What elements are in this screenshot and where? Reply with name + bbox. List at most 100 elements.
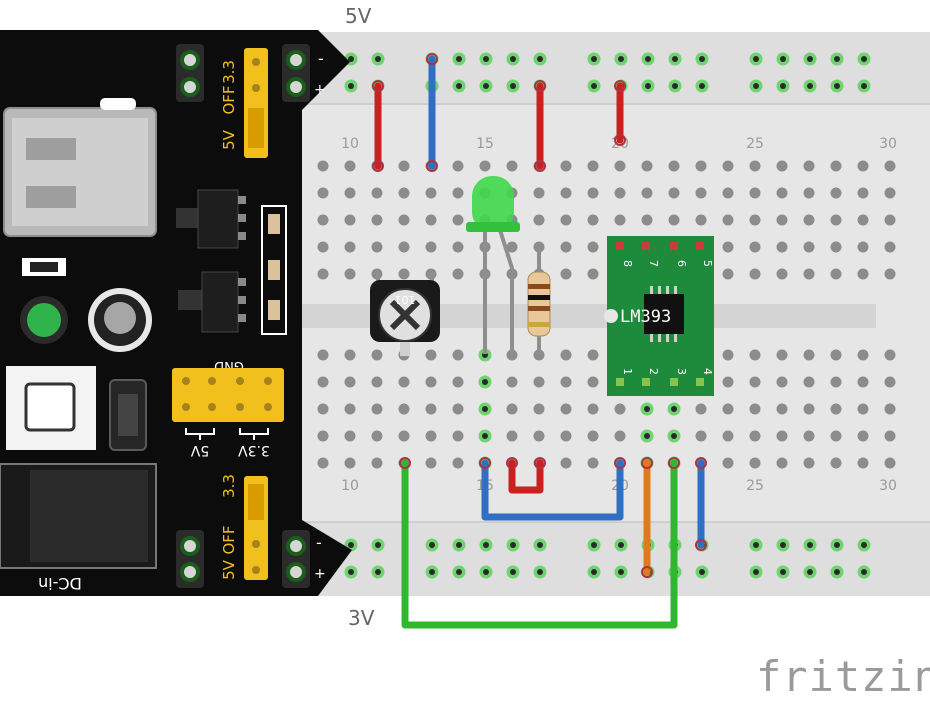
jumper-bottom-label-3v3: 3.3 [220, 474, 238, 498]
breadboard-hole-center [482, 379, 488, 385]
breadboard-hole [560, 349, 572, 361]
breadboard-hole [749, 160, 761, 172]
breadboard-hole [344, 457, 356, 469]
breadboard-hole [884, 349, 896, 361]
breadboard-hole [884, 241, 896, 253]
capacitor-outline [261, 205, 287, 335]
breadboard-hole-center [456, 542, 462, 548]
breadboard-hole [668, 187, 680, 199]
breadboard-hole [857, 349, 869, 361]
column-number: 10 [341, 136, 359, 152]
wire-endpoint [372, 160, 384, 172]
breadboard-hole [857, 187, 869, 199]
breadboard-hole [803, 160, 815, 172]
breadboard-hole [398, 160, 410, 172]
breadboard-hole [722, 403, 734, 415]
breadboard-hole [587, 268, 599, 280]
jumper-wire [401, 459, 678, 629]
breadboard-hole [776, 457, 788, 469]
capacitor [268, 260, 280, 280]
breadboard-hole-center [429, 569, 435, 575]
jumper-bottom-label-off: OFF [220, 525, 238, 554]
breadboard-hole-center [618, 542, 624, 548]
breadboard-hole [776, 214, 788, 226]
header-pin [286, 536, 306, 556]
rail-sign-plus: + [314, 82, 326, 98]
breadboard-hole [695, 430, 707, 442]
breadboard-hole [749, 403, 761, 415]
breadboard-hole [803, 457, 815, 469]
breadboard-hole [587, 160, 599, 172]
header-label-5v: 5V [190, 442, 209, 458]
breadboard-hole-center [861, 83, 867, 89]
breadboard-hole-center [861, 56, 867, 62]
regulator [201, 271, 239, 333]
led-and-resistor [466, 176, 551, 354]
breadboard-hole-center [618, 56, 624, 62]
header-block-pins [182, 377, 272, 411]
rail-sign-minus: - [316, 533, 322, 552]
breadboard-hole [560, 376, 572, 388]
breadboard-hole [884, 187, 896, 199]
pin-label: 5 [701, 260, 714, 267]
led [472, 176, 514, 232]
breadboard-hole [884, 160, 896, 172]
capacitor [268, 214, 280, 234]
breadboard-hole-center [456, 83, 462, 89]
breadboard-hole [317, 160, 329, 172]
breadboard-hole [587, 403, 599, 415]
breadboard-hole [722, 187, 734, 199]
breadboard-hole-center [537, 569, 543, 575]
column-number: 15 [476, 136, 494, 152]
breadboard-hole [344, 349, 356, 361]
wire-endpoint [534, 160, 546, 172]
breadboard-hole [371, 430, 383, 442]
resistor-band [528, 284, 550, 289]
breadboard-hole-center [375, 56, 381, 62]
header-pin [180, 50, 200, 70]
jumper-pin [252, 58, 260, 66]
usb-port-inner [12, 118, 148, 226]
pot-knob-cross [389, 299, 421, 331]
breadboard-hole [398, 214, 410, 226]
jumper-pin [252, 566, 260, 574]
breadboard-hole [317, 376, 329, 388]
breadboard-top-rail [300, 32, 930, 104]
header-pin [180, 77, 200, 97]
breadboard-hole-center [834, 83, 840, 89]
breadboard-hole-center [618, 569, 624, 575]
breadboard-hole-center [780, 83, 786, 89]
breadboard-hole [425, 214, 437, 226]
column-number: 30 [879, 136, 897, 152]
breadboard-hole [614, 403, 626, 415]
breadboard-hole-center [699, 56, 705, 62]
breadboard-hole [749, 430, 761, 442]
breadboard-hole [830, 457, 842, 469]
header-pin [286, 562, 306, 582]
regulator-tab [178, 290, 208, 310]
breadboard-hole [533, 241, 545, 253]
breadboard-hole [452, 430, 464, 442]
breadboard-hole-center [671, 433, 677, 439]
resistor-band [528, 306, 550, 311]
breadboard-hole [371, 241, 383, 253]
breadboard-hole [776, 160, 788, 172]
breadboard-hole [884, 376, 896, 388]
breadboard-hole [857, 214, 869, 226]
pot-label: 101 [395, 293, 416, 306]
breadboard-hole [722, 241, 734, 253]
header-pin [180, 536, 200, 556]
breadboard-hole [479, 160, 491, 172]
lm393-ic [644, 294, 684, 334]
breadboard-hole [830, 403, 842, 415]
breadboard-hole [533, 376, 545, 388]
breadboard-hole [452, 160, 464, 172]
breadboard-hole-center [644, 433, 650, 439]
breadboard-hole [587, 349, 599, 361]
breadboard-hole [560, 241, 572, 253]
wire-endpoint [614, 457, 626, 469]
breadboard-hole [317, 457, 329, 469]
power-led [27, 303, 61, 337]
breadboard-hole [857, 268, 869, 280]
breadboard-hole [533, 214, 545, 226]
